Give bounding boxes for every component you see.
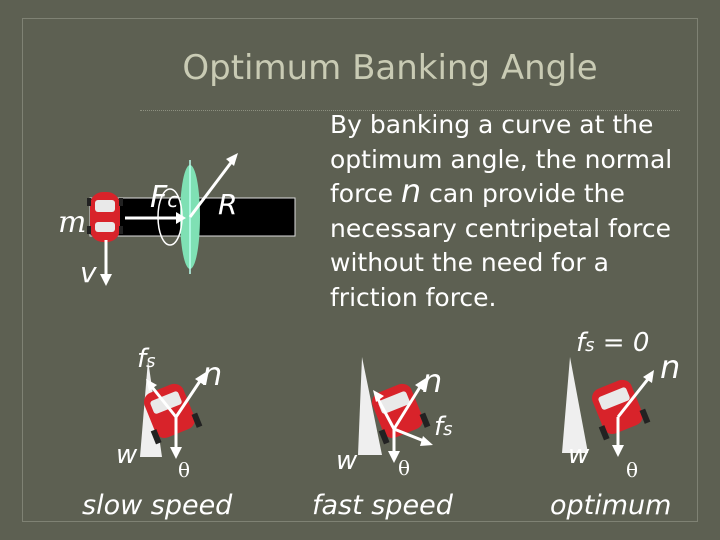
- radius-label: R: [218, 188, 238, 221]
- text-line-5: without the need for a: [330, 248, 609, 277]
- bank-wedge: [562, 357, 588, 453]
- slow-theta-label: θ: [178, 458, 191, 482]
- mass-label: m: [58, 205, 87, 240]
- top-diagram: [87, 153, 296, 286]
- normal-arrow: [174, 380, 202, 418]
- normal-arrow: [616, 378, 650, 418]
- normal-force-symbol: n: [400, 172, 422, 210]
- slow-speed-caption: slow speed: [82, 490, 233, 521]
- fast-friction-label: fs: [434, 412, 453, 442]
- car-rear-view: [591, 379, 651, 441]
- fast-fs-sub: s: [443, 419, 453, 440]
- friction-arrow: [393, 427, 425, 443]
- normal-arrow-right: [392, 386, 422, 430]
- slide-frame: [22, 18, 698, 522]
- normal-arrow: [376, 398, 396, 430]
- optimum-caption: optimum: [550, 490, 672, 521]
- text-line-3-start: force: [330, 179, 401, 208]
- slow-friction-label: fs: [137, 344, 156, 374]
- slow-speed-diagram: [140, 360, 206, 459]
- velocity-label: v: [80, 256, 97, 289]
- title-divider: [140, 110, 680, 111]
- fast-speed-caption: fast speed: [312, 490, 453, 521]
- car-rear-view: [371, 383, 431, 445]
- text-line-1: By banking a curve at the: [330, 110, 654, 139]
- fast-theta-label: θ: [398, 456, 411, 480]
- fast-weight-label: w: [336, 446, 358, 476]
- fast-speed-diagram: [358, 357, 433, 463]
- optimum-normal-label: n: [660, 348, 681, 386]
- fc-main: F: [150, 180, 168, 215]
- slide-title: Optimum Banking Angle: [182, 48, 598, 88]
- slow-normal-label: n: [202, 355, 223, 393]
- slow-weight-label: w: [116, 440, 138, 470]
- text-line-6: friction force.: [330, 282, 497, 312]
- slow-fs-main: f: [137, 344, 147, 374]
- opt-fs-main: f: [576, 328, 586, 358]
- body-text: By banking a curve at the optimum angle,…: [330, 108, 710, 315]
- fc-sub: c: [167, 188, 179, 212]
- centripetal-force-label: Fc: [150, 180, 178, 215]
- text-line-4: necessary centripetal force: [330, 213, 671, 243]
- opt-fs-sub: s: [585, 335, 595, 356]
- fast-fs-main: f: [434, 412, 444, 442]
- opt-fs-eq: = 0: [594, 328, 650, 358]
- optimum-weight-label: w: [568, 440, 590, 470]
- text-line-2: optimum angle, the normal: [330, 144, 673, 174]
- slow-fs-sub: s: [146, 351, 156, 372]
- bank-wedge: [358, 357, 382, 455]
- text-line-3: force n can provide the: [330, 175, 710, 212]
- car-top-view: [87, 192, 123, 242]
- friction-arrow: [150, 386, 178, 418]
- optimum-theta-label: θ: [626, 458, 639, 482]
- text-line-3-end: can provide the: [421, 179, 625, 208]
- fast-normal-label: n: [422, 362, 443, 400]
- optimum-diagram: [562, 357, 654, 457]
- radius-arrow: [188, 159, 235, 218]
- optimum-friction-label: fs = 0: [576, 328, 649, 358]
